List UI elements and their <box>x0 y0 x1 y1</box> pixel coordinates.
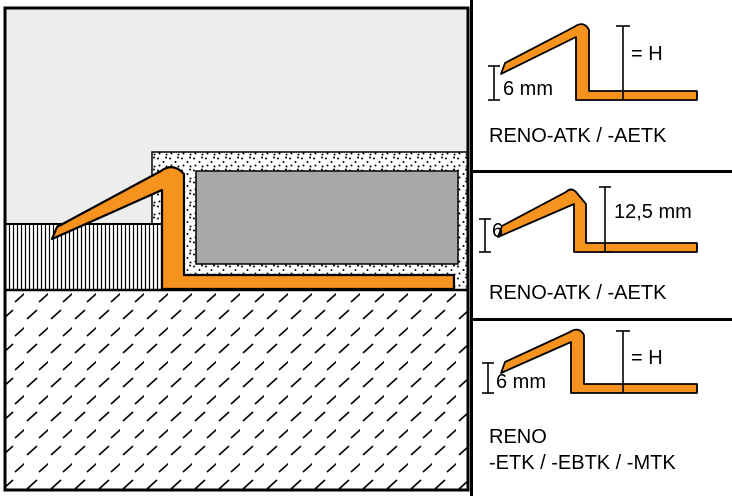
profile-variants-column: 6 mm = H RENO-ATK / -AETK 6 <box>470 0 732 496</box>
drawing-border <box>3 6 470 492</box>
variant-label: RENO-ATK / -AETK <box>489 282 667 304</box>
dimension-height <box>616 25 630 100</box>
profile-shape <box>500 328 698 394</box>
dimension-6-label: 6 <box>492 220 503 242</box>
dimension-6 <box>479 218 491 253</box>
dimension-12-5mm-label: 12,5 mm <box>614 201 692 223</box>
dimension-6mm-label: 6 mm <box>503 78 553 100</box>
variant-panel-reno-atk-12mm: 6 12,5 mm RENO-ATK / -AETK <box>473 170 732 318</box>
variant-label-line1: RENO <box>489 426 547 448</box>
dimension-height-label: = H <box>631 43 663 65</box>
variant-label: RENO-ATK / -AETK <box>489 125 667 147</box>
carpet-covering <box>5 223 162 290</box>
cross-section-svg <box>3 6 470 492</box>
dimension-12-5mm <box>599 186 611 253</box>
profile-icon-reno-atk-12mm: 6 12,5 mm <box>479 186 698 253</box>
dimension-6mm-label: 6 mm <box>496 371 546 393</box>
profile-icon-reno-atk-6mm: 6 mm = H <box>488 23 698 101</box>
variant-panel-reno-etk: 6 mm = H RENO -ETK / -EBTK / -MTK <box>473 318 732 496</box>
variant-panel-reno-atk-6mm: 6 mm = H RENO-ATK / -AETK <box>473 0 732 170</box>
profile-icon-reno-etk: 6 mm = H <box>482 328 698 394</box>
dimension-6mm <box>488 65 500 101</box>
dimension-height-label: = H <box>631 347 663 369</box>
variant-label-line2: -ETK / -EBTK / -MTK <box>489 452 676 474</box>
dimension-6mm <box>482 362 494 394</box>
dimension-height <box>616 330 630 393</box>
profile-shape <box>500 23 698 101</box>
screed-hatch <box>5 290 468 490</box>
installation-cross-section <box>3 6 470 492</box>
tile <box>195 170 459 265</box>
profile-shape <box>497 188 698 253</box>
